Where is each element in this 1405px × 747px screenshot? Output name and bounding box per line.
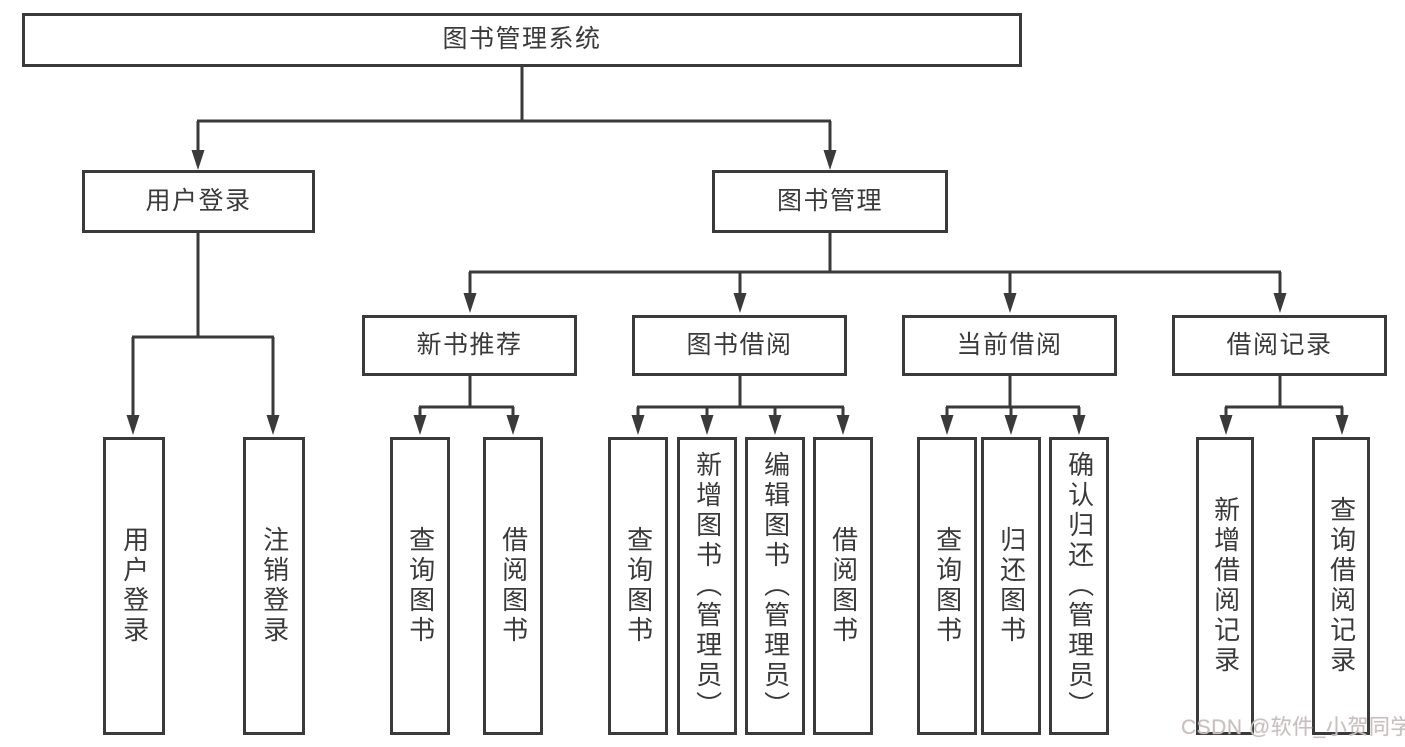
leaf-query-books-current: 查询图书 — [917, 437, 977, 735]
node-book-borrowing: 图书借阅 — [632, 315, 847, 376]
leaf-edit-books-admin: 编辑图书（管理员） — [745, 437, 805, 735]
leaf-logout: 注销登录 — [243, 437, 305, 735]
leaf-query-books-borrowing: 查询图书 — [608, 437, 668, 735]
node-root-library-system: 图书管理系统 — [22, 13, 1022, 67]
node-book-management: 图书管理 — [712, 170, 948, 233]
leaf-user-login: 用户登录 — [103, 437, 165, 735]
leaf-add-books-admin: 新增图书（管理员） — [677, 437, 737, 735]
leaf-borrow-books-recommend: 借阅图书 — [483, 437, 543, 735]
csdn-watermark: CSDN @软件_小贺同学 — [1181, 716, 1405, 739]
node-user-login: 用户登录 — [82, 170, 315, 233]
node-borrowing-records: 借阅记录 — [1172, 315, 1387, 376]
leaf-add-borrow-record: 新增借阅记录 — [1196, 437, 1254, 735]
node-new-book-recommend: 新书推荐 — [362, 315, 577, 376]
leaf-query-borrow-record: 查询借阅记录 — [1312, 437, 1370, 735]
leaf-borrow-books-borrowing: 借阅图书 — [813, 437, 873, 735]
leaf-query-books-recommend: 查询图书 — [390, 437, 450, 735]
leaf-confirm-return-admin: 确认归还（管理员） — [1049, 437, 1109, 735]
leaf-return-books: 归还图书 — [981, 437, 1041, 735]
node-current-borrowing: 当前借阅 — [902, 315, 1117, 376]
